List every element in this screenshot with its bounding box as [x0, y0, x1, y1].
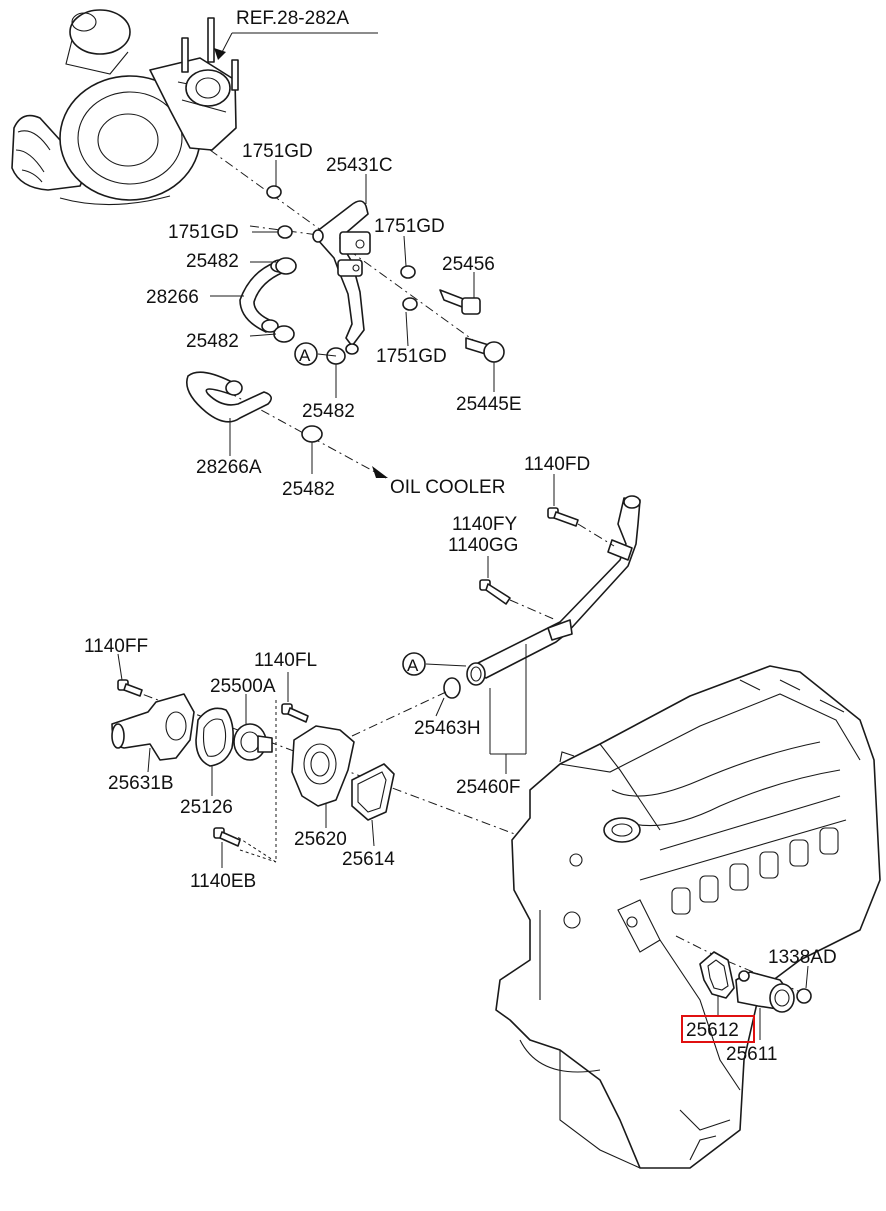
label-1140gg: 1140GG [448, 535, 518, 556]
bolt-1140fd [547, 507, 579, 527]
hose-28266a [186, 371, 272, 423]
label-25611: 25611 [726, 1044, 777, 1065]
axis-line-bolt-1140eb [235, 700, 277, 863]
bolt-1140fl [281, 703, 309, 723]
label-25500a: 25500A [210, 676, 276, 697]
highlight-box-25612 [681, 1015, 755, 1043]
gasket-25614 [351, 763, 395, 821]
label-1140ff: 1140FF [84, 636, 148, 657]
label-25620: 25620 [294, 829, 347, 850]
label-25431c: 25431C [326, 155, 393, 176]
bolt-25445e [465, 337, 505, 363]
water-pipe-25460f [466, 495, 641, 686]
label-25482-b: 25482 [186, 331, 239, 352]
bolt-25456 [439, 289, 481, 315]
engine-block-illustration [495, 665, 881, 1169]
washer-1751gd-d [402, 297, 418, 311]
washer-1751gd-c [400, 265, 416, 279]
ref-label: REF.28-282A [236, 8, 349, 29]
label-25631b: 25631B [108, 773, 174, 794]
outlet-fitting-25631b [111, 693, 195, 761]
label-25482-c: 25482 [302, 401, 355, 422]
label-25614: 25614 [342, 849, 395, 870]
label-1751gd-c: 1751GD [374, 216, 445, 237]
label-28266: 28266 [146, 287, 199, 308]
label-25460f: 25460F [456, 777, 520, 798]
connector-marker-a-top-label: A [299, 346, 311, 365]
oil-cooler-arrow [372, 466, 388, 478]
inlet-leader-lines [717, 965, 809, 1040]
label-25482-d: 25482 [282, 479, 335, 500]
turbocharger-illustration [11, 9, 239, 206]
bolt-1140fy [479, 579, 511, 605]
thermostat-25500a [233, 723, 273, 761]
bolt-1140eb [213, 827, 241, 847]
label-25445e: 25445E [456, 394, 522, 415]
oil-pipe-25431c [312, 200, 371, 355]
washer-1751gd-b [277, 225, 293, 239]
label-1140fy: 1140FY [452, 514, 517, 535]
nut-1338ad [796, 988, 812, 1004]
clamp-25482-a [275, 257, 297, 275]
oring-25463h [443, 677, 461, 699]
label-1140eb: 1140EB [190, 871, 256, 892]
clamp-25482-d [301, 425, 323, 443]
gasket-25612 [699, 951, 735, 999]
axis-line-1140fd [577, 523, 615, 547]
label-28266a: 28266A [196, 457, 262, 478]
label-oil-cooler: OIL COOLER [390, 477, 505, 498]
label-1140fd: 1140FD [524, 454, 590, 475]
connector-marker-a-mid-label: A [407, 656, 419, 675]
axis-line-housing-bolt [239, 849, 277, 863]
lower-leader-lines [117, 653, 375, 868]
thermostat-housing-25620 [291, 725, 355, 807]
connector-marker-a-mid [402, 652, 426, 676]
gasket-25126 [195, 707, 234, 767]
upper-leader-lines [210, 160, 495, 474]
bolt-1140ff [117, 679, 143, 697]
label-1140fl: 1140FL [254, 650, 317, 671]
label-1751gd-b: 1751GD [168, 222, 239, 243]
mid-leader-lines [425, 474, 555, 774]
washer-1751gd-a [266, 185, 282, 199]
axis-line-pipe-to-housing [351, 691, 447, 737]
axis-line-1140fy [509, 599, 557, 621]
label-25126: 25126 [180, 797, 233, 818]
label-25456: 25456 [442, 254, 495, 275]
ref-leader [214, 32, 378, 60]
label-25612: 25612 [686, 1020, 739, 1041]
label-25463h: 25463H [414, 718, 481, 739]
label-25482-a: 25482 [186, 251, 239, 272]
label-1751gd-d: 1751GD [376, 346, 447, 367]
label-1751gd-a: 1751GD [242, 141, 313, 162]
connector-marker-a-top [294, 342, 318, 366]
clamp-25482-b [273, 325, 295, 343]
label-1338ad: 1338AD [768, 947, 837, 968]
water-inlet-fitting-25611 [735, 970, 795, 1013]
